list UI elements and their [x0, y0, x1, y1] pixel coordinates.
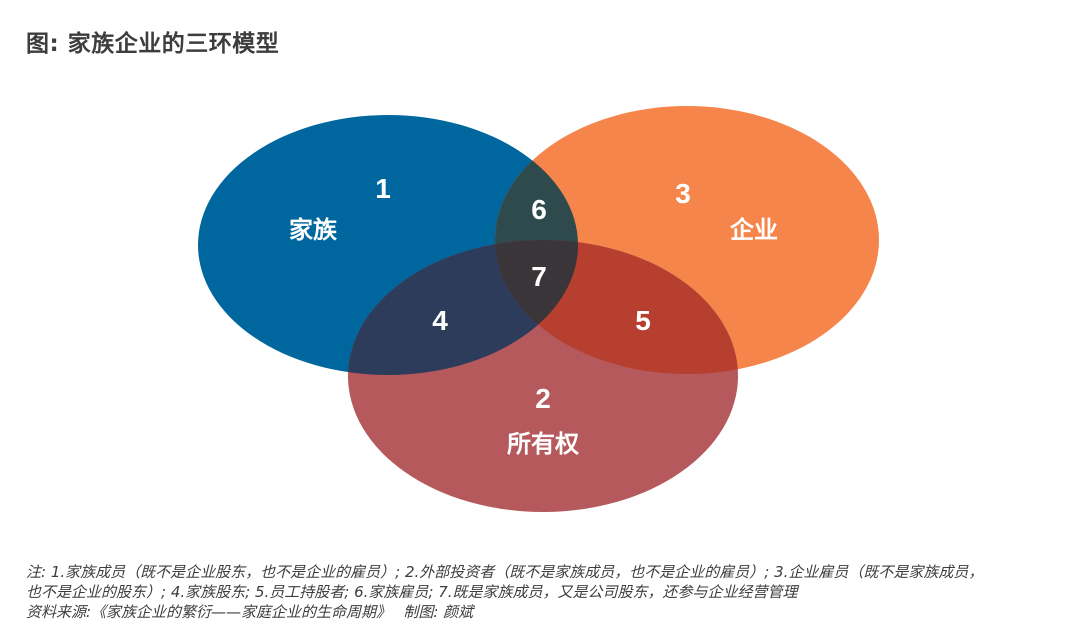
ownership-label: 所有权 [507, 430, 579, 458]
region-number-4: 4 [432, 305, 448, 336]
family-ownership-overlap [348, 240, 578, 375]
family-label: 家族 [289, 216, 338, 244]
region-number-5: 5 [635, 305, 651, 336]
region-number-6: 6 [531, 194, 547, 225]
region-number-1: 1 [375, 173, 391, 204]
region-number-2: 2 [535, 383, 551, 414]
business-label: 企业 [730, 216, 778, 244]
source-line: 资料来源:《家族企业的繁衍——家庭企业的生命周期》 制图: 颜斌 [26, 603, 474, 621]
footnotes: 注: 1.家族成员（既不是企业股东，也不是企业的雇员）; 2.外部投资者（既不是… [26, 562, 1066, 622]
page-title: 图: 家族企业的三环模型 [26, 31, 280, 57]
region-number-3: 3 [675, 178, 691, 209]
region-number-7: 7 [531, 261, 547, 292]
business-ownership-overlap [495, 240, 738, 374]
note-line-2: 也不是企业的股东）; 4.家族股东; 5.员工持股者; 6.家族雇员; 7.既是… [26, 583, 798, 601]
note-line-1: 注: 1.家族成员（既不是企业股东，也不是企业的雇员）; 2.外部投资者（既不是… [26, 563, 984, 581]
three-circle-venn-diagram: 1 2 3 4 5 6 7 家族 企业 所有权 [198, 106, 879, 512]
